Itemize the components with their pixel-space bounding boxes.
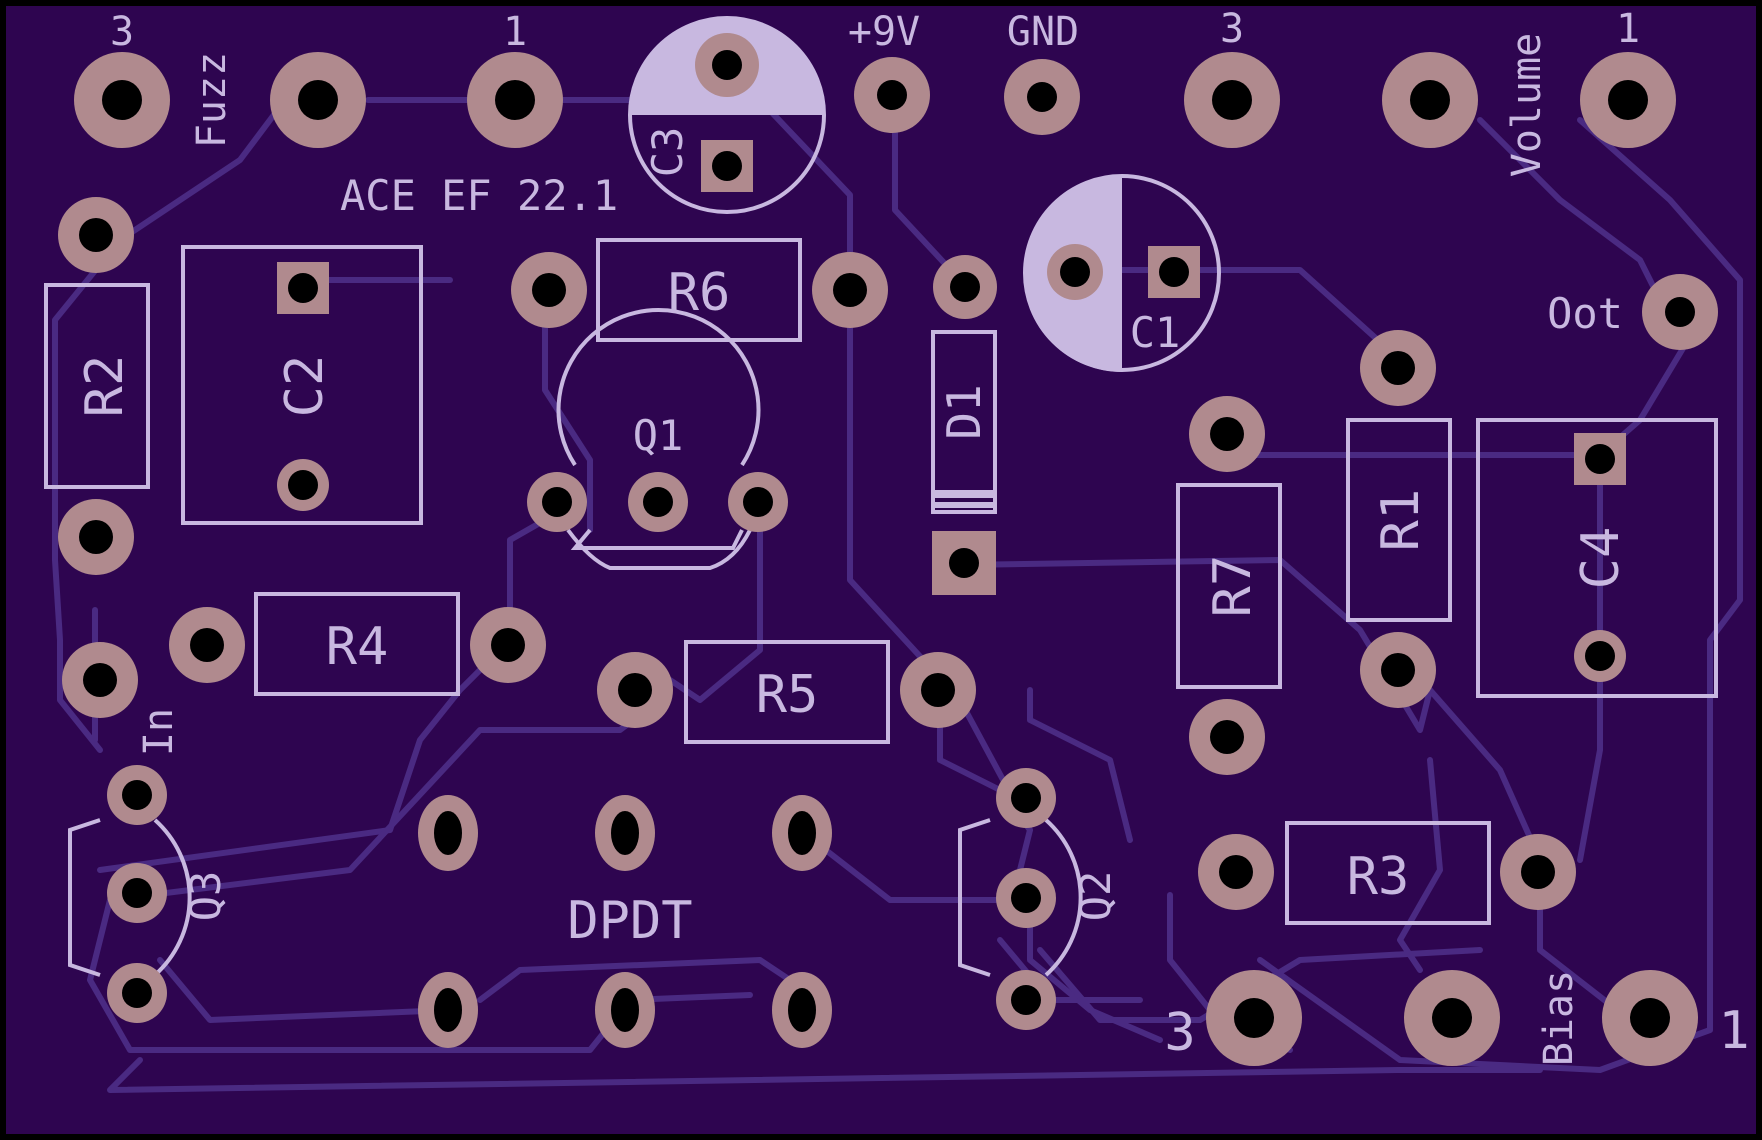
c4-outline: [1476, 418, 1718, 698]
d1-cathode-band: [933, 490, 995, 498]
ground-label: GND: [1007, 9, 1079, 55]
input-label: In: [136, 708, 182, 756]
dpdt-pads: [418, 795, 832, 1048]
c1-label: C1: [1130, 308, 1181, 357]
q2-outline: [958, 818, 1083, 977]
bias-pin3-label: 3: [1164, 1003, 1195, 1063]
bias-label: Bias: [1536, 970, 1582, 1066]
d1-outline: [931, 330, 997, 514]
fuzz-pin1-label: 1: [503, 9, 527, 55]
d1-cathode-band-2: [933, 502, 995, 508]
copper-traces: [52, 97, 1743, 1093]
volume-label: Volume: [1504, 33, 1550, 178]
bias-pot-pads: [1206, 970, 1698, 1066]
c2-label: C2: [275, 355, 335, 418]
volume-pot-pads: [1184, 52, 1676, 148]
q3-outline: [68, 818, 192, 977]
c3-label: C3: [643, 127, 692, 178]
r7-label: R7: [1203, 555, 1263, 618]
r3-label: R3: [1347, 847, 1410, 907]
r5-label: R5: [756, 665, 819, 725]
power-label: +9V: [848, 9, 920, 55]
r7-outline: [1176, 483, 1282, 689]
r6-label: R6: [668, 263, 731, 323]
r1-outline: [1346, 418, 1452, 622]
r4-label: R4: [326, 617, 389, 677]
volume-pin3-label: 3: [1220, 6, 1244, 52]
r3-outline: [1285, 821, 1491, 925]
r2-outline: [44, 283, 150, 489]
q2-label: Q2: [1071, 871, 1120, 922]
r4-outline: [254, 592, 460, 696]
r6-outline: [596, 238, 802, 342]
c2-outline: [181, 245, 423, 525]
board-substrate: [6, 6, 1756, 1134]
q3-label: Q3: [181, 871, 230, 922]
fuzz-pot-pads: [74, 52, 563, 148]
r2-label: R2: [75, 355, 135, 418]
output-label: Oot: [1547, 289, 1623, 338]
bias-pin1-label: 1: [1718, 1001, 1749, 1061]
c4-label: C4: [1571, 527, 1631, 590]
pads: [58, 33, 1718, 1066]
board-title: ACE EF 22.1: [340, 171, 618, 220]
volume-pin1-label: 1: [1616, 6, 1640, 52]
fuzz-pin3-label: 3: [110, 9, 134, 55]
q1-label: Q1: [633, 411, 684, 460]
r5-outline: [684, 640, 890, 744]
fuzz-label: Fuzz: [189, 52, 235, 148]
switch-label: DPDT: [567, 891, 692, 951]
r1-label: R1: [1371, 489, 1431, 552]
d1-label: D1: [937, 384, 991, 439]
q1-outline: [556, 307, 761, 550]
